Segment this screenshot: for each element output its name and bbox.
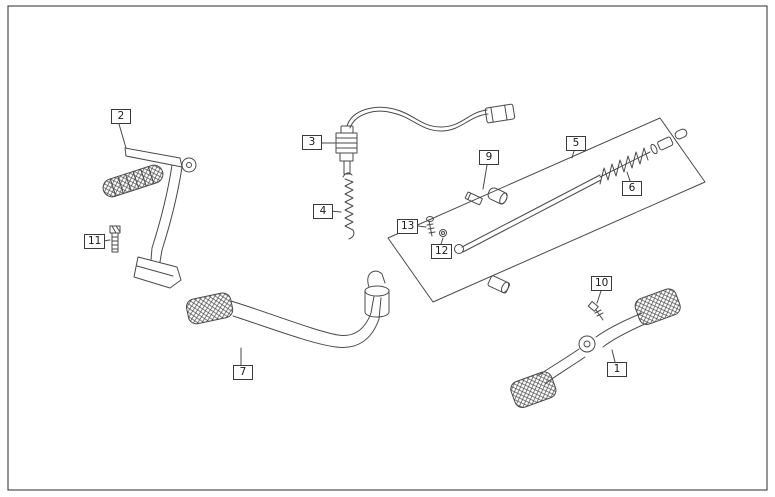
part-label-2[interactable]: 2 [111, 109, 131, 124]
rear-pedal-drawing [510, 288, 681, 408]
part-label-9[interactable]: 9 [479, 150, 499, 165]
pin-and-bushing-drawing [464, 187, 508, 206]
screw-drawing-11 [109, 225, 121, 253]
sleeve-drawing [487, 275, 511, 294]
part-label-3[interactable]: 3 [302, 135, 322, 150]
page-border [7, 5, 768, 491]
part-label-5[interactable]: 5 [566, 136, 586, 151]
brake-rod-drawing [454, 128, 688, 254]
spring-drawing-4 [342, 172, 355, 240]
part-label-13[interactable]: 13 [397, 219, 419, 234]
assembly-panel-outline [387, 117, 706, 303]
screw-drawing-10 [587, 300, 604, 321]
part-label-4[interactable]: 4 [313, 204, 333, 219]
rod-spring-drawing [599, 147, 649, 185]
part-label-11[interactable]: 11 [84, 234, 106, 249]
part-label-6[interactable]: 6 [622, 181, 642, 196]
lever-rubber-grip-drawing [102, 164, 164, 198]
nut-drawing-12 [439, 229, 447, 237]
part-label-1[interactable]: 1 [607, 362, 627, 377]
cable-connector-drawing [484, 103, 516, 124]
screw-drawing-13 [426, 216, 436, 237]
brake-pedal-drawing [185, 270, 390, 348]
gear-shift-lever-drawing [102, 147, 197, 289]
part-label-7[interactable]: 7 [233, 365, 253, 380]
part-label-12[interactable]: 12 [431, 244, 453, 259]
part-label-10[interactable]: 10 [591, 276, 613, 291]
leader-lines [102, 123, 631, 366]
brake-light-switch-drawing [335, 103, 516, 175]
